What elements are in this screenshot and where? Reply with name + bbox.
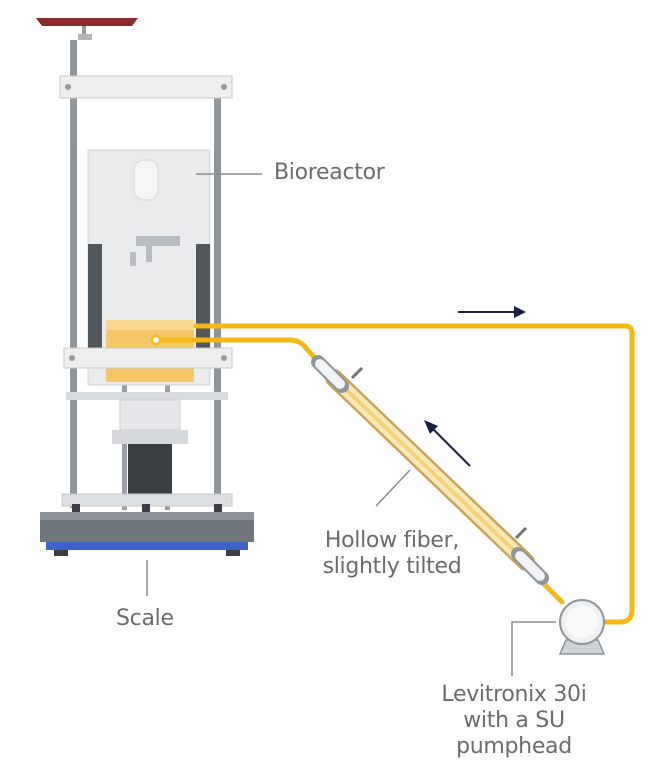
hollow-fiber-label-line2: slightly tilted [322, 554, 462, 579]
frame-rod-left [70, 40, 77, 508]
pump-label: Levitronix 30i with a SU pumphead [404, 682, 624, 760]
tubing-to-fiber [153, 337, 325, 369]
pump-label-line3: pumphead [456, 734, 572, 759]
top-crossbar [59, 75, 233, 99]
leader-lines [146, 173, 556, 676]
scale [40, 512, 254, 556]
top-cap [36, 18, 138, 26]
scale-label: Scale [116, 606, 174, 631]
hollow-fiber-cartridge-icon [311, 355, 549, 585]
hollow-fiber-label-line1: Hollow fiber, [324, 528, 460, 553]
pump-leader [511, 621, 556, 676]
flow-arrow-icon [424, 420, 471, 467]
hollow-fiber-label: Hollow fiber, slightly tilted [302, 528, 482, 580]
pump-label-line1: Levitronix 30i [441, 682, 587, 707]
middle-crossbar [63, 347, 233, 369]
flow-arrow-icon [458, 306, 526, 318]
scale-feet [46, 542, 248, 550]
hollow-fiber-leader [375, 469, 411, 507]
pump-icon [558, 599, 606, 655]
frame-rod-right [214, 90, 221, 508]
bioreactor-stand [36, 18, 233, 512]
bioreactor-label: Bioreactor [274, 160, 385, 185]
tubing-return [193, 323, 635, 625]
pump-label-line2: with a SU [463, 708, 565, 733]
